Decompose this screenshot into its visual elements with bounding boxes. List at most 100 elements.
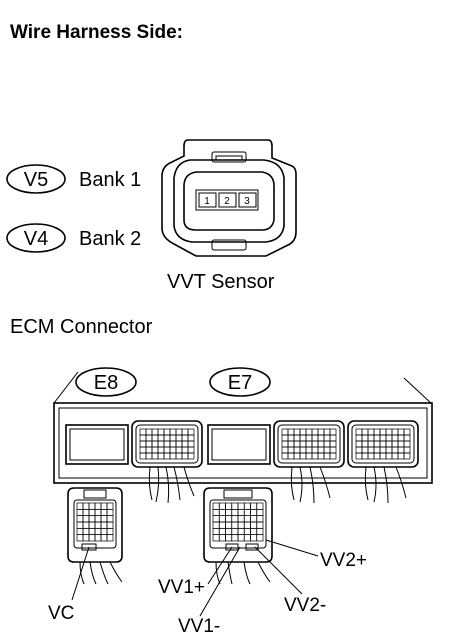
bank-label: Bank 1 — [79, 169, 141, 191]
connector-pin-cell — [169, 434, 177, 442]
connector-pin-cell — [88, 508, 96, 517]
connector-pin-cell — [287, 434, 295, 442]
connector-pin-cell — [88, 521, 96, 529]
connector-code-v5: V5 — [6, 164, 66, 194]
connector-pin-cell — [157, 452, 165, 460]
page-title: Wire Harness Side: — [10, 22, 183, 43]
connector-pin-cell — [225, 515, 233, 523]
connector-code-e7: E7 — [209, 367, 271, 397]
connector-pin-cell — [100, 521, 108, 529]
connector-pin-cell — [281, 434, 289, 442]
connector-pin-cell — [231, 521, 239, 529]
connector-pin-cell — [329, 446, 337, 454]
connector-pin-cell — [88, 534, 96, 542]
connector-pin-cell — [106, 527, 114, 536]
connector-pin-cell — [243, 515, 251, 523]
connector-pin-cell — [82, 521, 90, 529]
connector-pin-cell — [317, 428, 325, 436]
connector-pin-cell — [218, 515, 226, 523]
connector-pin-cell — [82, 527, 90, 536]
connector-pin-cell — [231, 534, 239, 542]
connector-pin-cell — [231, 515, 239, 523]
connector-pin-cell — [287, 428, 295, 436]
terminal-label-vc: VC — [48, 603, 74, 624]
connector-pin-cell — [169, 452, 177, 460]
connector-pin-cell — [317, 446, 325, 454]
pin-label: 1 — [204, 196, 210, 207]
connector-pin-cell — [163, 452, 171, 460]
connector-pin-cell — [361, 434, 369, 442]
connector-pin-cell — [106, 515, 114, 523]
connector-pin-cell — [163, 446, 171, 454]
connector-code-e8: E8 — [75, 367, 137, 397]
terminal-label-vv1-plus: VV1+ — [158, 577, 205, 598]
connector-pin-cell — [250, 527, 258, 536]
connector-pin-cell — [373, 434, 381, 442]
connector-pin-cell — [305, 440, 313, 448]
leader-lines — [71, 539, 319, 617]
connector-pin-cell — [355, 428, 363, 436]
connector-pin-cell — [243, 527, 251, 536]
connector-pin-cell — [287, 440, 295, 448]
connector-pin-cell — [151, 446, 159, 454]
connector-pin-cell — [151, 434, 159, 442]
connector-pin-cell — [212, 534, 220, 542]
connector-code: V5 — [24, 169, 48, 191]
connector-pin-cell — [151, 428, 159, 436]
connector-pin-cell — [94, 521, 102, 529]
connector-pin-cell — [329, 440, 337, 448]
connector-pin-cell — [175, 446, 183, 454]
connector-pin-cell — [391, 452, 399, 460]
connector-pin-cell — [106, 508, 114, 517]
connector-pin-cell — [403, 452, 411, 460]
connector-pin-cell — [169, 428, 177, 436]
terminal-label-vv2-minus: VV2- — [284, 595, 326, 616]
connector-pin-cell — [175, 428, 183, 436]
connector-pin-cell — [106, 521, 114, 529]
connector-pin-cell — [317, 452, 325, 460]
connector-pin-cell — [391, 446, 399, 454]
connector-pin-cell — [293, 452, 301, 460]
connector-pin-cell — [94, 515, 102, 523]
connector-pin-cell — [355, 440, 363, 448]
connector-pin-cell — [250, 515, 258, 523]
connector-pin-cell — [256, 521, 264, 529]
connector-pin-cell — [139, 440, 147, 448]
connector-pin-cell — [94, 502, 102, 510]
e8-closeup-connector — [67, 487, 123, 585]
connector-pin-cell — [175, 452, 183, 460]
connector-pin-cell — [225, 508, 233, 517]
connector-pin-cell — [256, 534, 264, 542]
connector-pin-cell — [281, 428, 289, 436]
connector-pin-cell — [391, 428, 399, 436]
connector-pin-cell — [403, 434, 411, 442]
connector-pin-cell — [187, 440, 195, 448]
connector-pin-cell — [218, 508, 226, 517]
ecm-connector-body — [53, 371, 433, 504]
connector-pin-cell — [317, 434, 325, 442]
connector-pin-cell — [379, 440, 387, 448]
connector-pin-cell — [187, 446, 195, 454]
ecm-harness-block — [131, 420, 203, 468]
connector-pin-cell — [355, 446, 363, 454]
connector-pin-cell — [212, 508, 220, 517]
connector-pin-cell — [225, 527, 233, 536]
connector-pin-cell — [250, 521, 258, 529]
connector-pin-cell — [397, 452, 405, 460]
connector-pin-cell — [231, 502, 239, 510]
connector-pin-cell — [145, 434, 153, 442]
connector-pin-cell — [175, 440, 183, 448]
connector-pin-cell — [218, 521, 226, 529]
connector-pin-cell — [293, 434, 301, 442]
connector-pin-cell — [311, 428, 319, 436]
connector-pin-cell — [76, 515, 84, 523]
connector-pin-cell — [187, 434, 195, 442]
connector-code: V4 — [24, 228, 48, 250]
connector-pin-cell — [76, 521, 84, 529]
connector-pin-cell — [94, 508, 102, 517]
connector-pin-cell — [231, 508, 239, 517]
connector-pin-cell — [243, 508, 251, 517]
connector-pin-cell — [218, 527, 226, 536]
connector-pin-cell — [385, 428, 393, 436]
connector-pin-cell — [225, 502, 233, 510]
